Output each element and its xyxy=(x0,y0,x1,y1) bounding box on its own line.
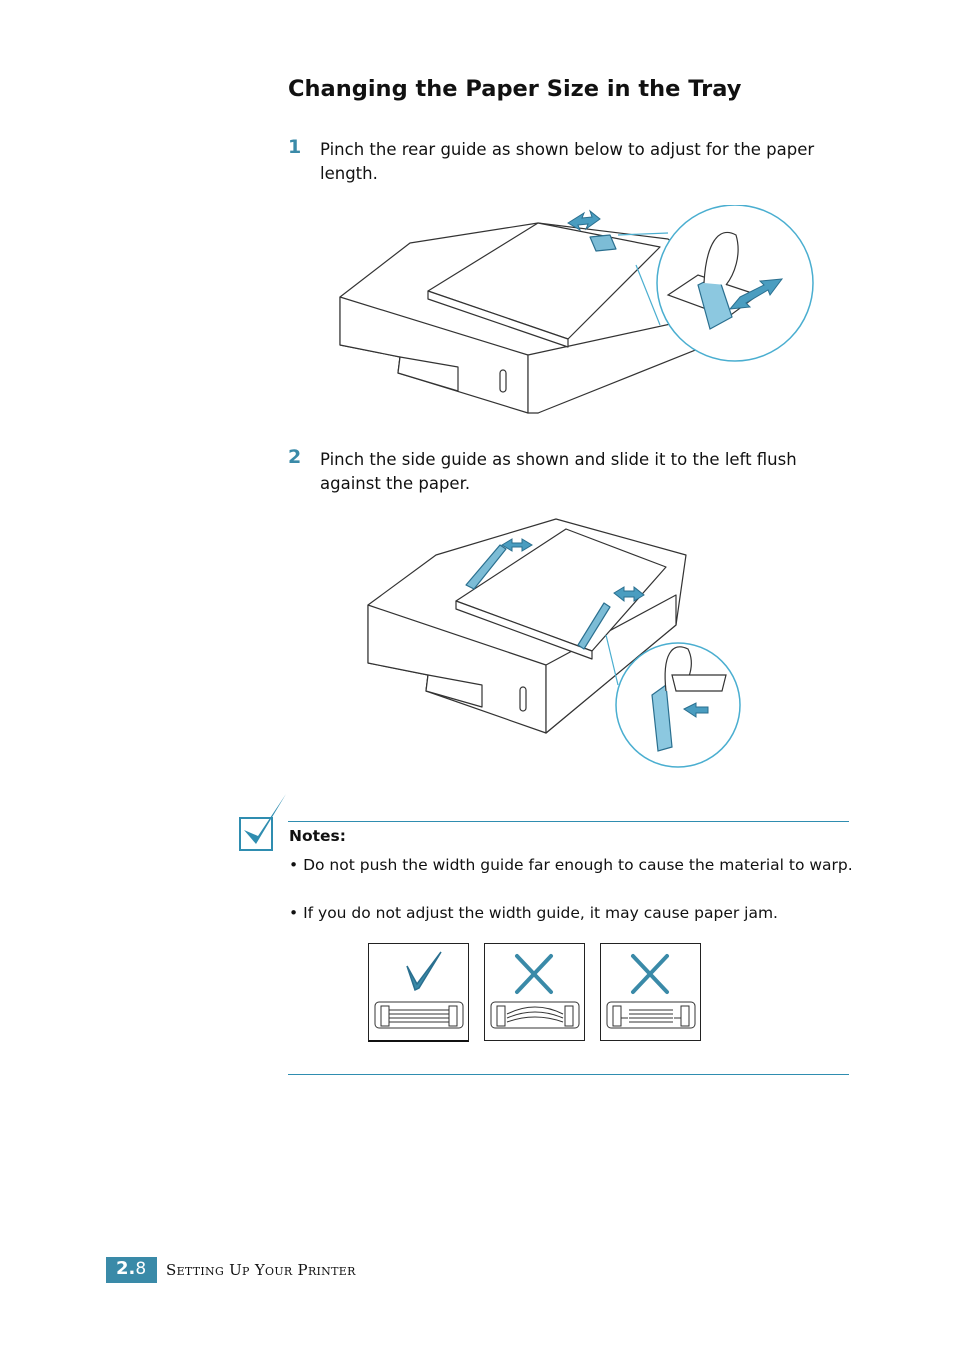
step-1-number: 1 xyxy=(288,136,302,158)
footer-section-title: Setting Up Your Printer xyxy=(166,1261,356,1279)
checkmark-note-icon xyxy=(239,794,286,851)
step-1-text: Pinch the rear guide as shown below to a… xyxy=(320,140,815,183)
warped-paper-panel xyxy=(484,943,585,1041)
note-item-1: • Do not push the width guide far enough… xyxy=(289,856,853,874)
page-title: Changing the Paper Size in the Tray xyxy=(288,76,742,102)
notes-heading: Notes: xyxy=(289,827,346,845)
notes-bottom-rule xyxy=(288,1074,849,1075)
step-2-text: Pinch the side guide as shown and slide … xyxy=(320,450,797,493)
check-mark-icon xyxy=(406,951,442,992)
side-guide-illustration xyxy=(367,518,741,768)
page-number-box: 2.8 xyxy=(106,1257,157,1283)
correct-width-guide-panel xyxy=(368,943,469,1042)
x-mark-icon xyxy=(631,954,669,994)
page-number: 8 xyxy=(135,1259,147,1279)
rear-guide-illustration xyxy=(339,205,814,414)
notes-top-rule xyxy=(288,821,849,822)
gap-width-guide-panel xyxy=(600,943,701,1041)
step-2-number: 2 xyxy=(288,446,302,468)
chapter-number: 2. xyxy=(116,1258,136,1279)
note-item-2: • If you do not adjust the width guide, … xyxy=(289,904,778,922)
x-mark-icon xyxy=(515,954,553,994)
